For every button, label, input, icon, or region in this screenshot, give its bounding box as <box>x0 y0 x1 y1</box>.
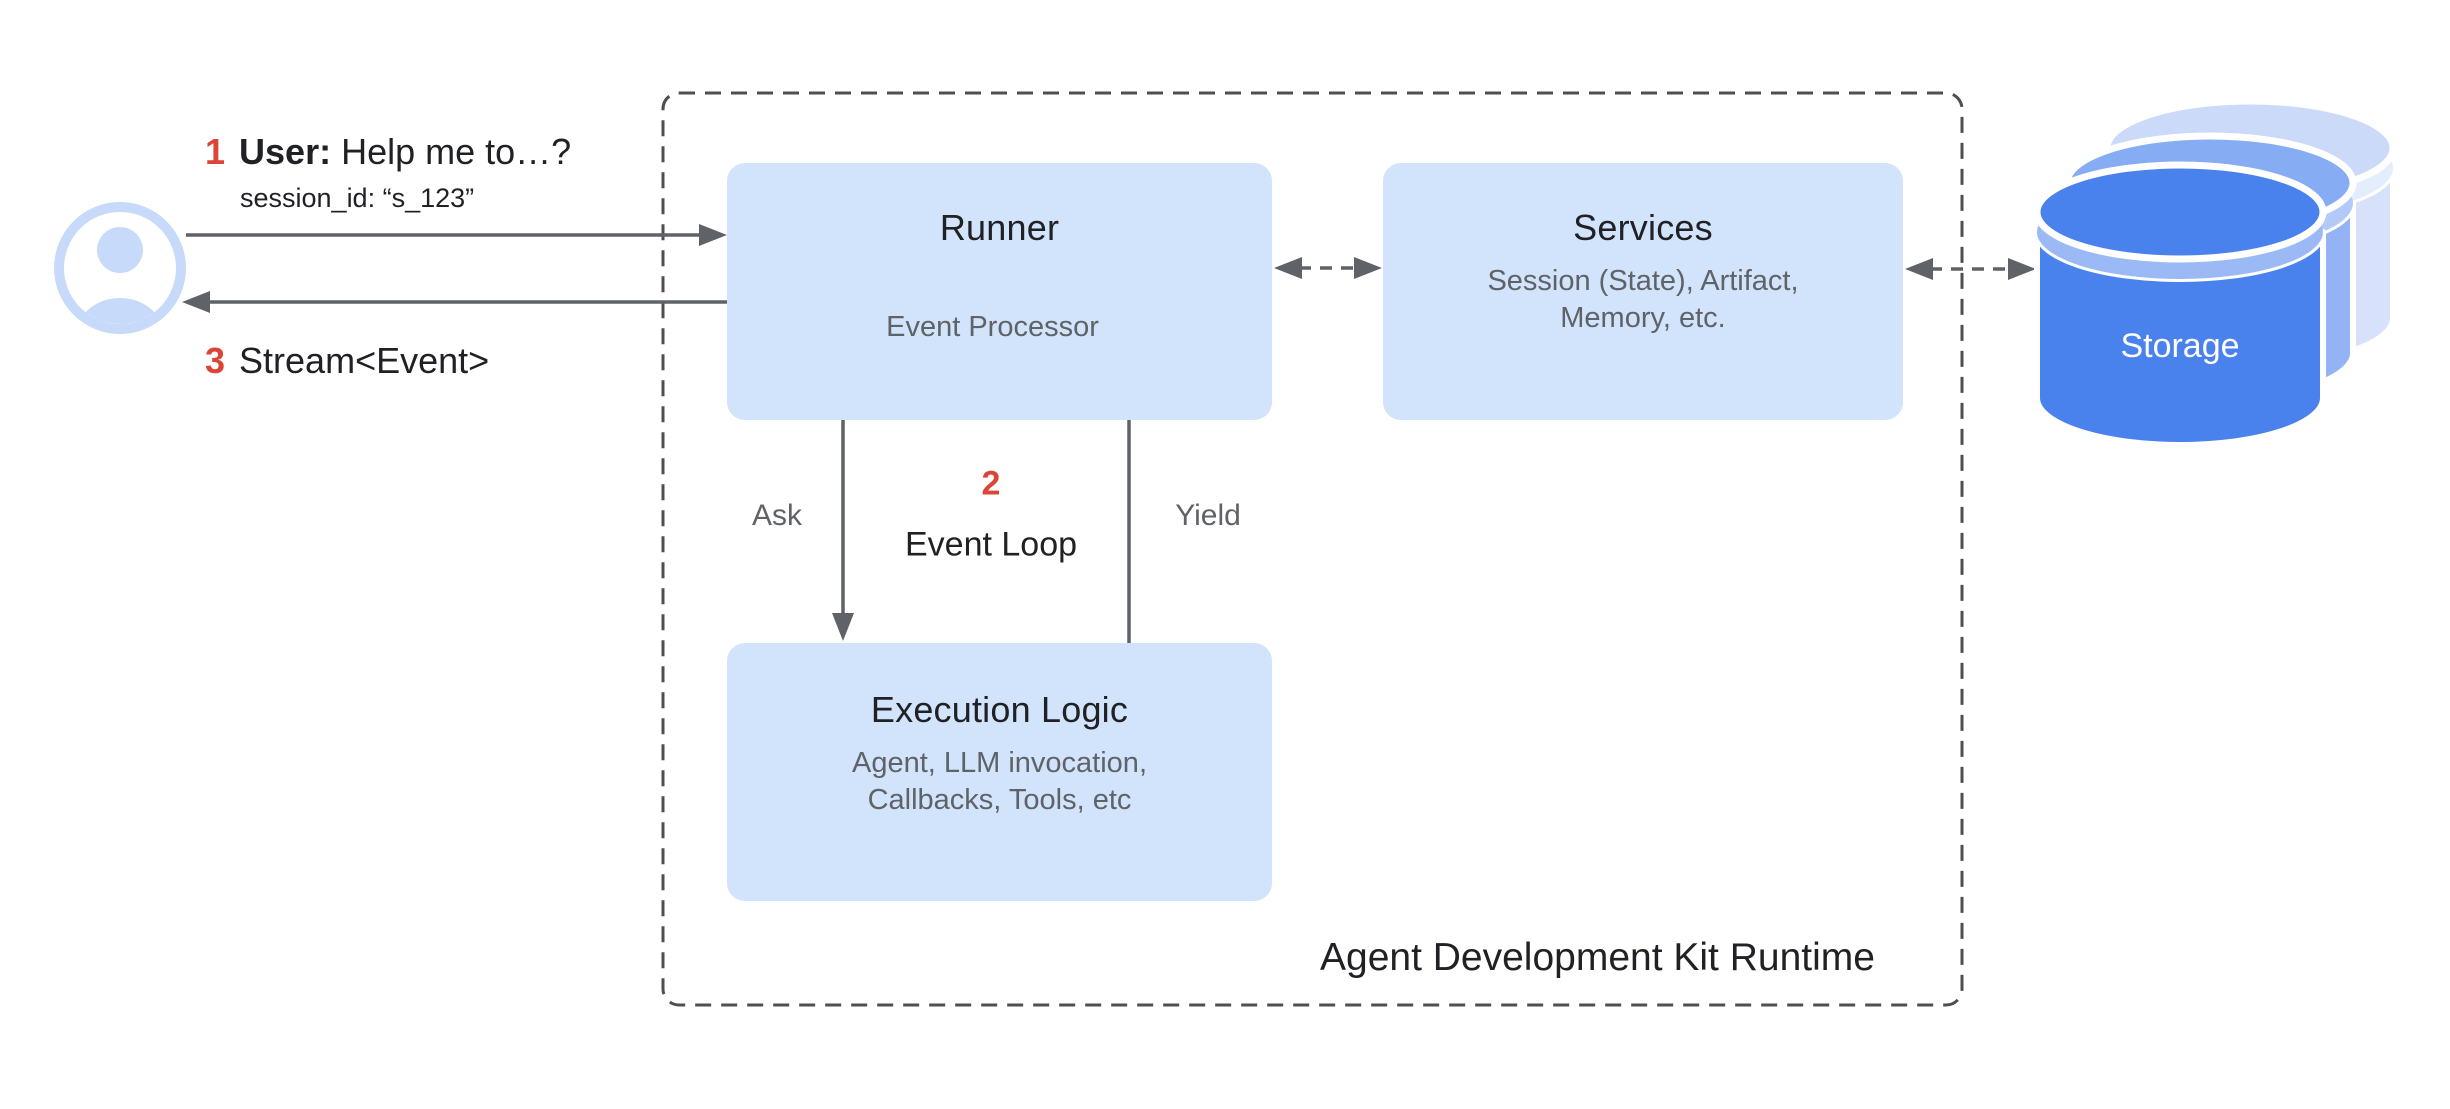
runner-box: Runner <box>727 163 1272 420</box>
event-loop-label: Event Loop <box>904 525 1078 564</box>
execution-logic-subtitle: Agent, LLM invocation, Callbacks, Tools,… <box>852 745 1147 819</box>
user-avatar-icon <box>54 202 186 334</box>
execution-subtitle-line1: Agent, LLM invocation, <box>851 747 1147 779</box>
arrow-services-storage <box>1905 258 2036 280</box>
services-subtitle: Session (State), Artifact, Memory, etc. <box>1487 263 1798 337</box>
runtime-dashed-border <box>661 91 1964 1007</box>
step1-actor: User: <box>239 131 332 172</box>
services-subtitle-line1: Session (State), Artifact, <box>1487 265 1799 297</box>
event-processor-label: Event Processor <box>886 310 1099 343</box>
arrow-user-to-runner <box>186 224 727 246</box>
storage-label: Storage <box>2120 327 2239 365</box>
execution-logic-box: Execution Logic Agent, LLM invocation, C… <box>727 643 1272 901</box>
step3-label: 3 Stream<Event> <box>205 340 489 382</box>
runner-title: Runner <box>939 207 1060 248</box>
arrow-runner-services <box>1274 257 1382 279</box>
step2-number: 2 <box>981 464 1001 503</box>
execution-subtitle-line2: Callbacks, Tools, etc <box>867 784 1132 816</box>
services-subtitle-line2: Memory, etc. <box>1560 302 1726 334</box>
event-processor-box: Event Processor <box>821 296 1164 358</box>
storage-cylinder-front: Storage <box>2033 161 2327 448</box>
step3-number: 3 <box>205 340 226 381</box>
runtime-caption: Agent Development Kit Runtime <box>1320 936 1875 979</box>
services-title: Services <box>1573 207 1713 248</box>
execution-logic-title: Execution Logic <box>870 689 1129 730</box>
ask-label: Ask <box>751 499 803 532</box>
arrow-runner-to-user <box>182 291 727 313</box>
services-box: Services Session (State), Artifact, Memo… <box>1383 163 1903 420</box>
session-id-label: session_id: “s_123” <box>240 183 475 213</box>
step1-text: Help me to…? <box>341 131 572 172</box>
step1-label: 1 User: Help me to…? <box>205 131 571 173</box>
storage-cylinders-icon: Storage <box>2033 97 2397 448</box>
step3-text: Stream<Event> <box>239 340 490 381</box>
yield-label: Yield <box>1175 499 1241 532</box>
step1-number: 1 <box>205 131 226 172</box>
